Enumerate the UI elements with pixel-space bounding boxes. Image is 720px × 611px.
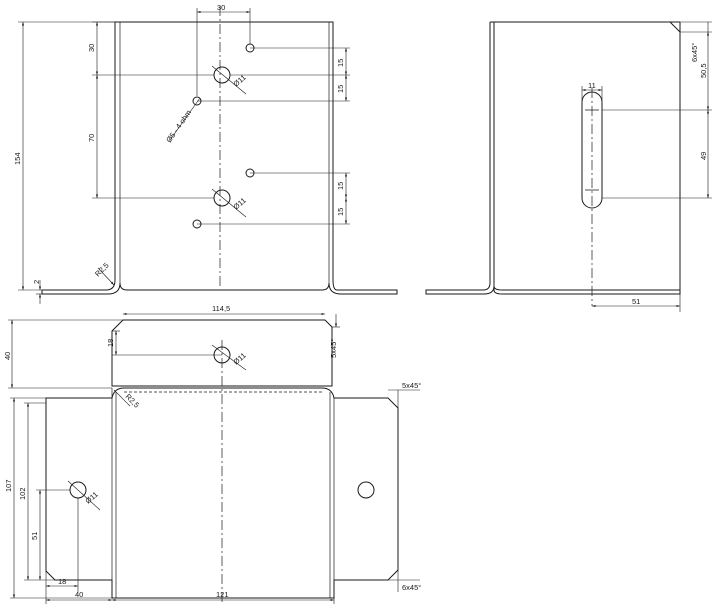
dim-text-40-bottom: 40 [75, 590, 83, 599]
dim-text-d5: Ø5 - 4 ohm [164, 108, 193, 144]
side-view-outline [425, 22, 681, 295]
dim-text-107: 107 [4, 479, 13, 492]
dim-text-102: 102 [18, 487, 27, 500]
leader-line [67, 480, 101, 511]
dim-text-15: 15 [336, 208, 345, 216]
dim-text-30-left: 30 [87, 44, 96, 52]
leader-line [113, 389, 131, 407]
front-view: 30 30 70 154 2 15 15 15 15 Ø [13, 3, 398, 304]
side-chamfer [669, 21, 681, 33]
plan-view: 114,5 18 40 5x45° Ø11 R2,5 5x45° [3, 304, 421, 604]
dim-text-5x45-top: 5x45° [329, 339, 338, 358]
dim-text-121: 121 [216, 590, 229, 599]
dim-text-154: 154 [13, 152, 22, 165]
dim-text-6x45-plan: 6x45° [402, 583, 421, 592]
dim-text-70: 70 [87, 134, 96, 142]
dim-text-r2-5: R2,5 [93, 261, 111, 279]
dim-text-30: 30 [217, 3, 225, 12]
dim-text-15: 15 [336, 85, 345, 93]
dim-text-6x45: 6x45° [690, 43, 699, 62]
dim-text-114-5: 114,5 [212, 304, 230, 313]
dim-text-51-plan: 51 [30, 532, 39, 540]
dim-text-5x45-right: 5x45° [402, 381, 421, 390]
dim-text-15: 15 [336, 59, 345, 67]
dim-text-2: 2 [32, 280, 41, 284]
dim-text-11: 11 [588, 81, 596, 90]
side-view: 11 6x45° 50,5 49 51 [425, 21, 712, 312]
dim-text-18-bottom: 18 [58, 577, 66, 586]
dim-text-d11: Ø11 [232, 196, 248, 212]
dim-text-51: 51 [632, 297, 640, 306]
plan-hole-right [357, 481, 375, 499]
leader-line [211, 65, 247, 95]
dim-text-50-5: 50,5 [699, 63, 708, 78]
dim-text-49: 49 [699, 152, 708, 160]
dim-text-18: 18 [106, 339, 115, 347]
leader-line [211, 344, 247, 371]
leader-line [97, 267, 115, 286]
front-view-outline [41, 21, 398, 295]
dim-text-r2-5-plan: R2,5 [124, 392, 142, 410]
dim-text-40: 40 [3, 352, 12, 360]
dim-text-15: 15 [336, 182, 345, 190]
dim-text-d11-top: Ø11 [232, 351, 248, 367]
leader-line [211, 188, 247, 218]
leader-line [169, 97, 201, 141]
